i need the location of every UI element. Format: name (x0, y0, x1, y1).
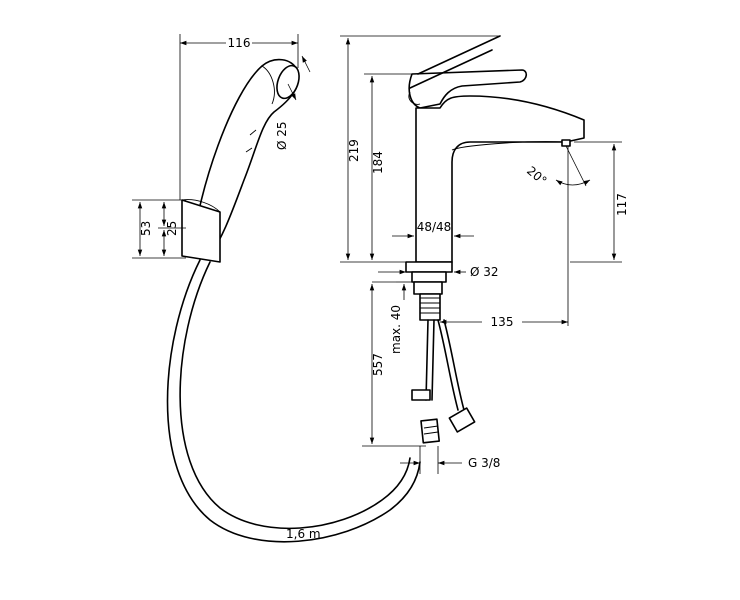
dim-d32: Ø 32 (378, 265, 499, 279)
label-135: 135 (491, 315, 514, 329)
dim-557: 557 (362, 281, 426, 447)
label-219: 219 (347, 139, 361, 162)
shower-holder (181, 199, 221, 263)
shower-hose (166, 259, 421, 543)
dim-g38: G 3/8 (400, 446, 500, 474)
label-184: 184 (371, 151, 385, 174)
label-d32: Ø 32 (470, 265, 499, 279)
dim-135: 135 (440, 146, 569, 329)
label-25: 25 (165, 221, 179, 236)
label-53: 53 (139, 221, 153, 236)
dim-max40: max. 40 (389, 281, 412, 354)
label-hose-length: 1,6 m (286, 527, 321, 541)
hand-shower (191, 58, 300, 259)
label-max40: max. 40 (389, 305, 403, 354)
label-g38: G 3/8 (468, 456, 500, 470)
dim-117: 117 (570, 141, 629, 263)
label-557: 557 (371, 353, 385, 376)
dim-219-184: 219 184 (340, 35, 500, 263)
label-48: 48/48 (417, 220, 452, 234)
mixer-tap (405, 35, 585, 444)
label-d25: Ø 25 (275, 121, 289, 150)
dim-20deg: 20° (524, 145, 591, 188)
dim-d25: Ø 25 (275, 55, 311, 150)
label-20deg: 20° (524, 164, 549, 188)
dim-116: 116 (179, 34, 299, 200)
label-116: 116 (228, 36, 251, 50)
dim-48: 48/48 (392, 220, 474, 239)
label-117: 117 (615, 193, 629, 216)
dim-53-25: 53 25 (132, 199, 186, 259)
